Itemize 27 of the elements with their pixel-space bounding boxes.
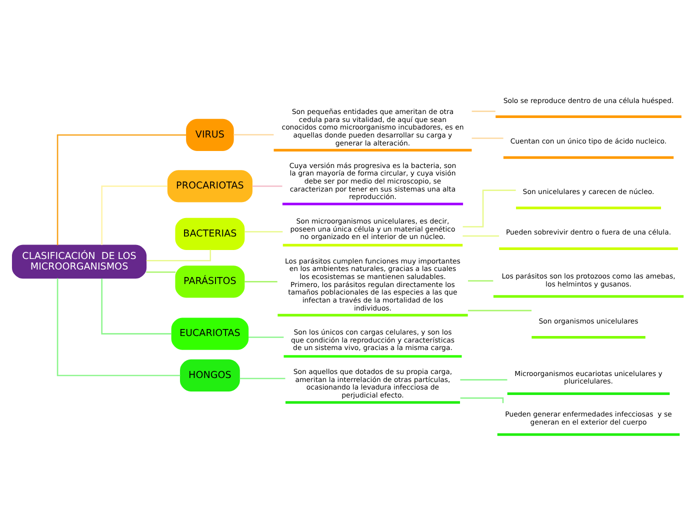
- node-box: VIRUS: [186, 118, 234, 152]
- connector: [468, 310, 532, 312]
- connector: [462, 235, 500, 237]
- node-box: PROCARIOTAS: [167, 170, 252, 202]
- connector: [462, 190, 516, 228]
- connector: [56, 134, 186, 246]
- connector: [460, 379, 508, 380]
- connector: [460, 397, 504, 404]
- connector: [234, 134, 274, 136]
- node-box: HONGOS: [180, 359, 240, 392]
- connector: [244, 281, 278, 282]
- connector: [101, 278, 172, 334]
- node-box: CLASIFICACIÓN DE LOS MICROORGANISMOS: [12, 244, 147, 279]
- connector: [56, 278, 180, 376]
- node-box: EUCARIOTAS: [171, 318, 249, 350]
- connector: [146, 272, 176, 273]
- connector: [146, 250, 212, 262]
- connector: [252, 186, 282, 187]
- connector: [244, 231, 283, 232]
- connector: [248, 336, 284, 338]
- connector: [240, 378, 286, 380]
- node-box: PARÁSITOS: [175, 266, 245, 298]
- connector: [472, 110, 496, 112]
- node-box: BACTERIAS: [175, 218, 245, 250]
- connector: [101, 186, 168, 245]
- connector: [472, 138, 504, 139]
- connector: [468, 280, 494, 282]
